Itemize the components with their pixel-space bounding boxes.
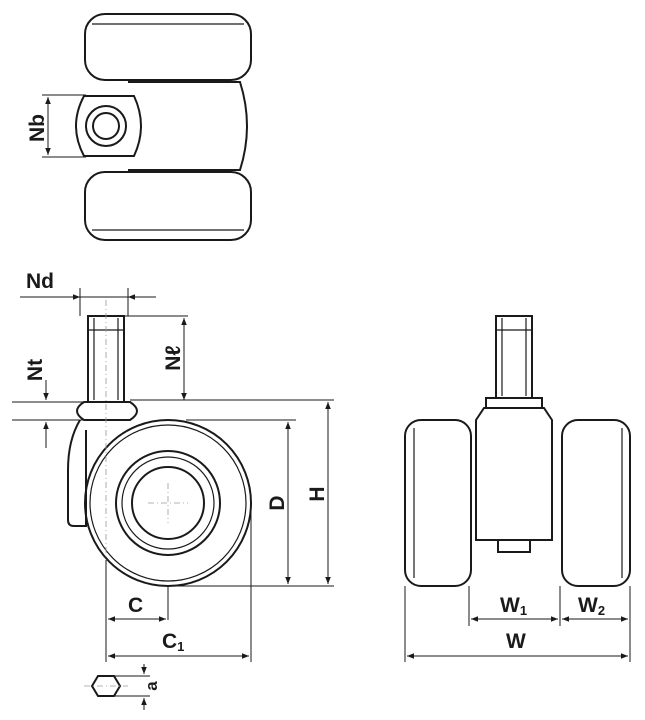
front-nut — [485, 397, 543, 409]
h-label: H — [306, 486, 329, 501]
w2-label: W2 — [578, 594, 605, 618]
top-wheel-upper — [84, 13, 252, 81]
nt-label: Nt — [24, 359, 47, 381]
side-view: Nd Nℓ Nt D H C C1 — [12, 270, 334, 662]
c-label: C — [128, 594, 143, 617]
front-housing — [475, 407, 553, 541]
top-stem-housing — [75, 95, 142, 157]
w-label: W — [506, 630, 526, 653]
w1-label: W1 — [500, 594, 527, 618]
top-wheel-lower — [84, 171, 252, 241]
side-fork — [67, 419, 87, 527]
c1-label: C1 — [162, 630, 184, 654]
front-wheel-right — [561, 419, 631, 587]
nd-label: Nd — [26, 270, 54, 293]
top-stem-hole — [85, 105, 127, 147]
nb-label: Nb — [26, 114, 49, 142]
hex-nut-detail: a — [84, 664, 161, 710]
a-label: a — [142, 681, 161, 691]
nl-label: Nℓ — [162, 345, 185, 370]
front-view: W1 W2 W — [404, 315, 631, 662]
side-wheel — [84, 419, 252, 587]
top-view: Nb — [26, 13, 252, 241]
front-wheel-left — [404, 419, 472, 587]
side-hub — [115, 450, 221, 556]
side-nut — [76, 401, 138, 421]
top-hub-body — [128, 81, 248, 171]
d-label: D — [266, 495, 289, 510]
